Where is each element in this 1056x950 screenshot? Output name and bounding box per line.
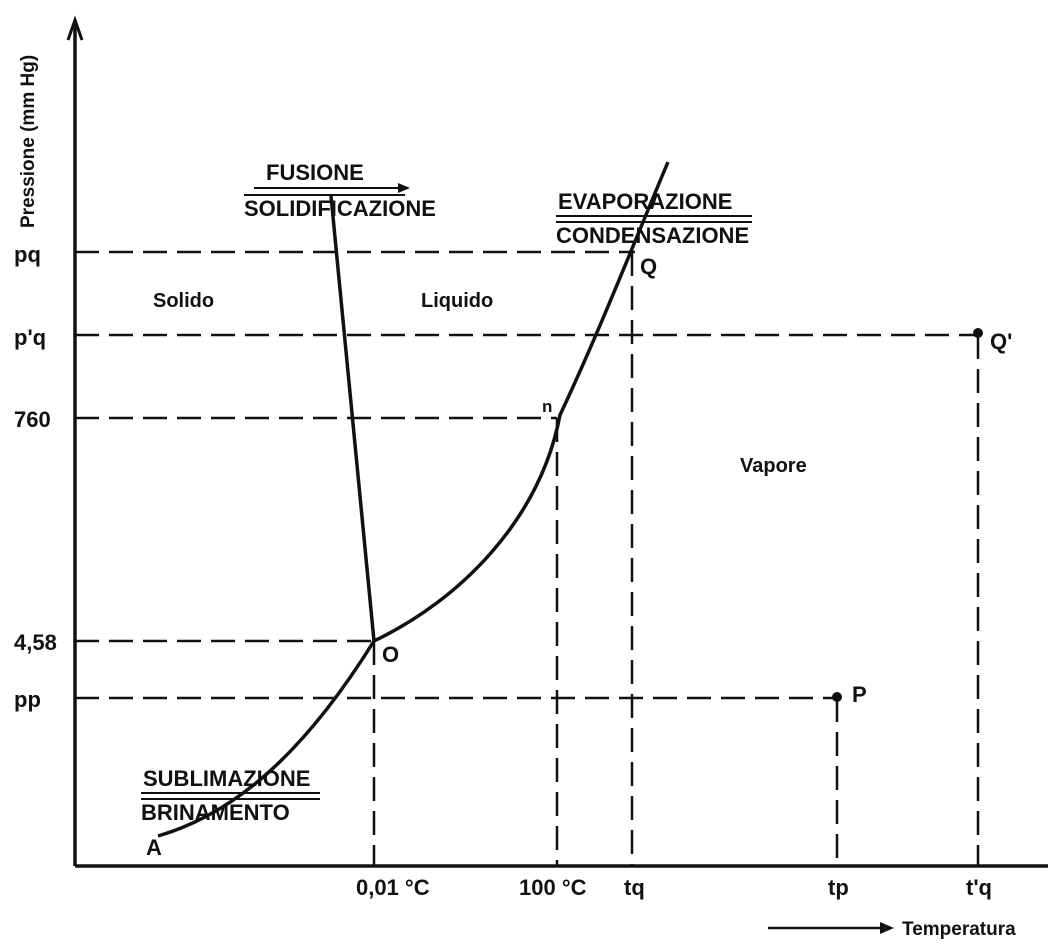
point-Q-prime-dot xyxy=(973,328,983,338)
label-fusion: FUSIONE xyxy=(266,160,364,185)
label-sublimation: SUBLIMAZIONE xyxy=(143,766,310,791)
point-Q-prime: Q' xyxy=(990,329,1012,354)
x-tick-tq: tq xyxy=(624,875,645,900)
point-P: P xyxy=(852,682,867,707)
label-condensation: CONDENSAZIONE xyxy=(556,223,749,248)
point-Q: Q xyxy=(640,254,657,279)
x-tick-tp: tp xyxy=(828,875,849,900)
point-O: O xyxy=(382,642,399,667)
region-liquid: Liquido xyxy=(421,290,493,312)
y-tick-760: 760 xyxy=(14,407,51,432)
x-tick-t100: 100 °C xyxy=(519,875,587,900)
point-P-dot xyxy=(832,692,842,702)
label-evaporation: EVAPORAZIONE xyxy=(558,189,732,214)
y-axis-arrow xyxy=(66,15,84,41)
point-A: A xyxy=(146,835,162,860)
x-axis-title-arrowhead xyxy=(880,922,894,934)
y-axis-title: Pressione (mm Hg) xyxy=(18,55,39,228)
fusion-arrowhead xyxy=(398,183,410,193)
y-tick-458: 4,58 xyxy=(14,630,57,655)
region-vapor: Vapore xyxy=(740,455,807,477)
y-tick-pq-prime: p'q xyxy=(14,325,46,350)
x-tick-t001: 0,01 °C xyxy=(356,875,430,900)
sublimation-curve xyxy=(157,640,376,838)
x-axis-title: Temperatura xyxy=(902,919,1016,940)
fusion-curve xyxy=(329,195,376,642)
x-tick-tq-prime: t'q xyxy=(966,875,992,900)
point-n: n xyxy=(542,397,552,416)
y-tick-pq: pq xyxy=(14,242,41,267)
region-solid: Solido xyxy=(153,290,214,312)
label-deposition: BRINAMENTO xyxy=(141,800,290,825)
label-solidification: SOLIDIFICAZIONE xyxy=(244,196,436,221)
y-tick-pp: pp xyxy=(14,687,41,712)
vaporization-curve xyxy=(373,161,670,643)
